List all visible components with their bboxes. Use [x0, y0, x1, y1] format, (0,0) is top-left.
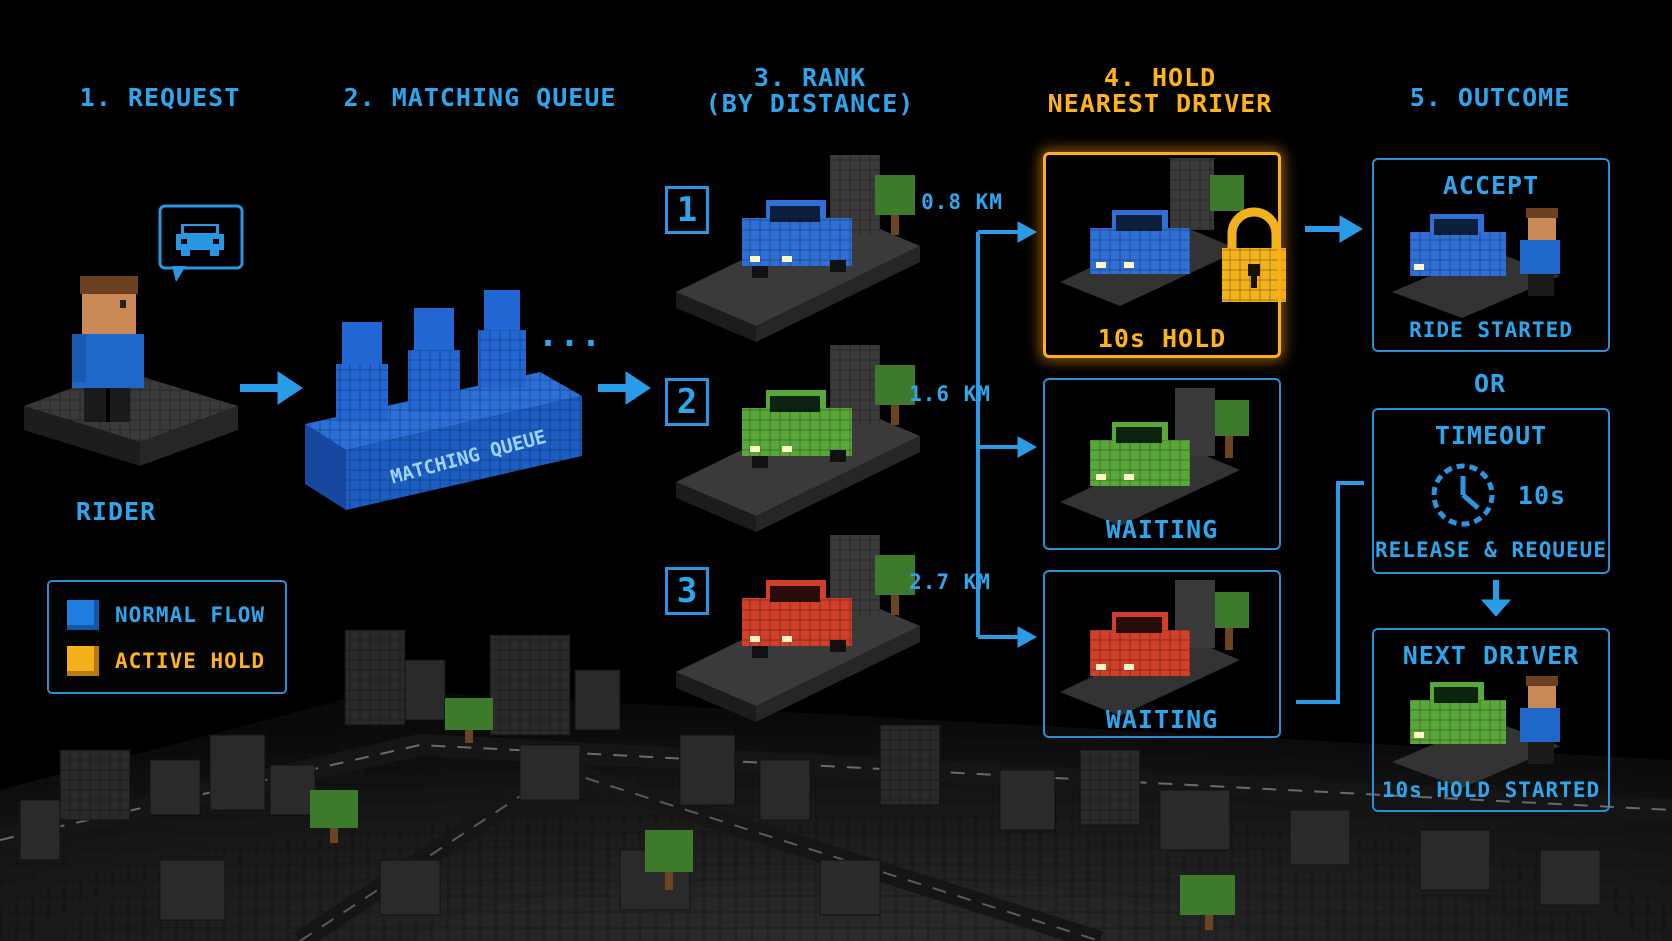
queue-more-dots: ... [537, 315, 603, 355]
timeout-subtitle: RELEASE & REQUEUE [1375, 538, 1607, 562]
city-background [0, 629, 1672, 941]
legend-hold-label: ACTIVE HOLD [115, 649, 266, 673]
waiting-label-2: WAITING [1105, 705, 1219, 734]
legend-normal-label: NORMAL FLOW [115, 603, 266, 627]
step-outcome-title: 5. OUTCOME [1409, 83, 1571, 112]
distance-label-1: 0.8 KM [921, 190, 1003, 214]
distance-label-3: 2.7 KM [909, 570, 991, 594]
car-icon [176, 224, 224, 256]
next-driver-title: NEXT DRIVER [1402, 641, 1580, 670]
hold-column-cars [1060, 158, 1286, 716]
active-hold-label: 10s HOLD [1097, 324, 1227, 353]
step-rank-title-line2: (BY DISTANCE) [705, 89, 915, 118]
legend: NORMAL FLOW ACTIVE HOLD [47, 580, 287, 694]
outcome-illustrations [1392, 208, 1560, 788]
or-label: OR [1473, 369, 1507, 398]
legend-normal-swatch [67, 600, 99, 630]
waiting-card-1: WAITING [1043, 378, 1281, 550]
step-hold-title-line2: NEAREST DRIVER [1047, 89, 1273, 118]
legend-hold-swatch [67, 646, 99, 676]
timeout-value: 10s [1517, 481, 1567, 510]
step-request-title: 1. REQUEST [79, 83, 241, 112]
accept-subtitle: RIDE STARTED [1409, 318, 1573, 342]
ranked-car-tiles [676, 155, 920, 722]
clock-icon [1431, 463, 1495, 527]
active-hold-card: 10s HOLD [1043, 152, 1281, 358]
step-queue-title: 2. MATCHING QUEUE [343, 83, 617, 112]
waiting-label-1: WAITING [1105, 515, 1219, 544]
timeout-card: TIMEOUT 10s RELEASE & REQUEUE [1372, 408, 1610, 574]
rank-number-2: 2 [665, 378, 709, 426]
next-driver-subtitle: 10s HOLD STARTED [1381, 778, 1601, 802]
rider-label: RIDER [75, 497, 157, 526]
rider-figure [24, 276, 238, 466]
matching-queue-block [305, 290, 582, 510]
padlock-icon [1222, 207, 1286, 302]
distance-label-2: 1.6 KM [909, 382, 991, 406]
chat-bubble [158, 204, 244, 282]
flow-arrows [240, 215, 1512, 704]
waiting-card-2: WAITING [1043, 570, 1281, 738]
timeout-title: TIMEOUT [1434, 421, 1548, 450]
accept-title: ACCEPT [1442, 171, 1540, 200]
step-rank-title-line1: 3. RANK [753, 63, 867, 92]
rank-number-1: 1 [665, 186, 709, 234]
next-driver-card: NEXT DRIVER 10s HOLD STARTED [1372, 628, 1610, 812]
accept-card: ACCEPT RIDE STARTED [1372, 158, 1610, 352]
step-hold-title-line1: 4. HOLD [1103, 63, 1217, 92]
rank-number-3: 3 [665, 567, 709, 615]
